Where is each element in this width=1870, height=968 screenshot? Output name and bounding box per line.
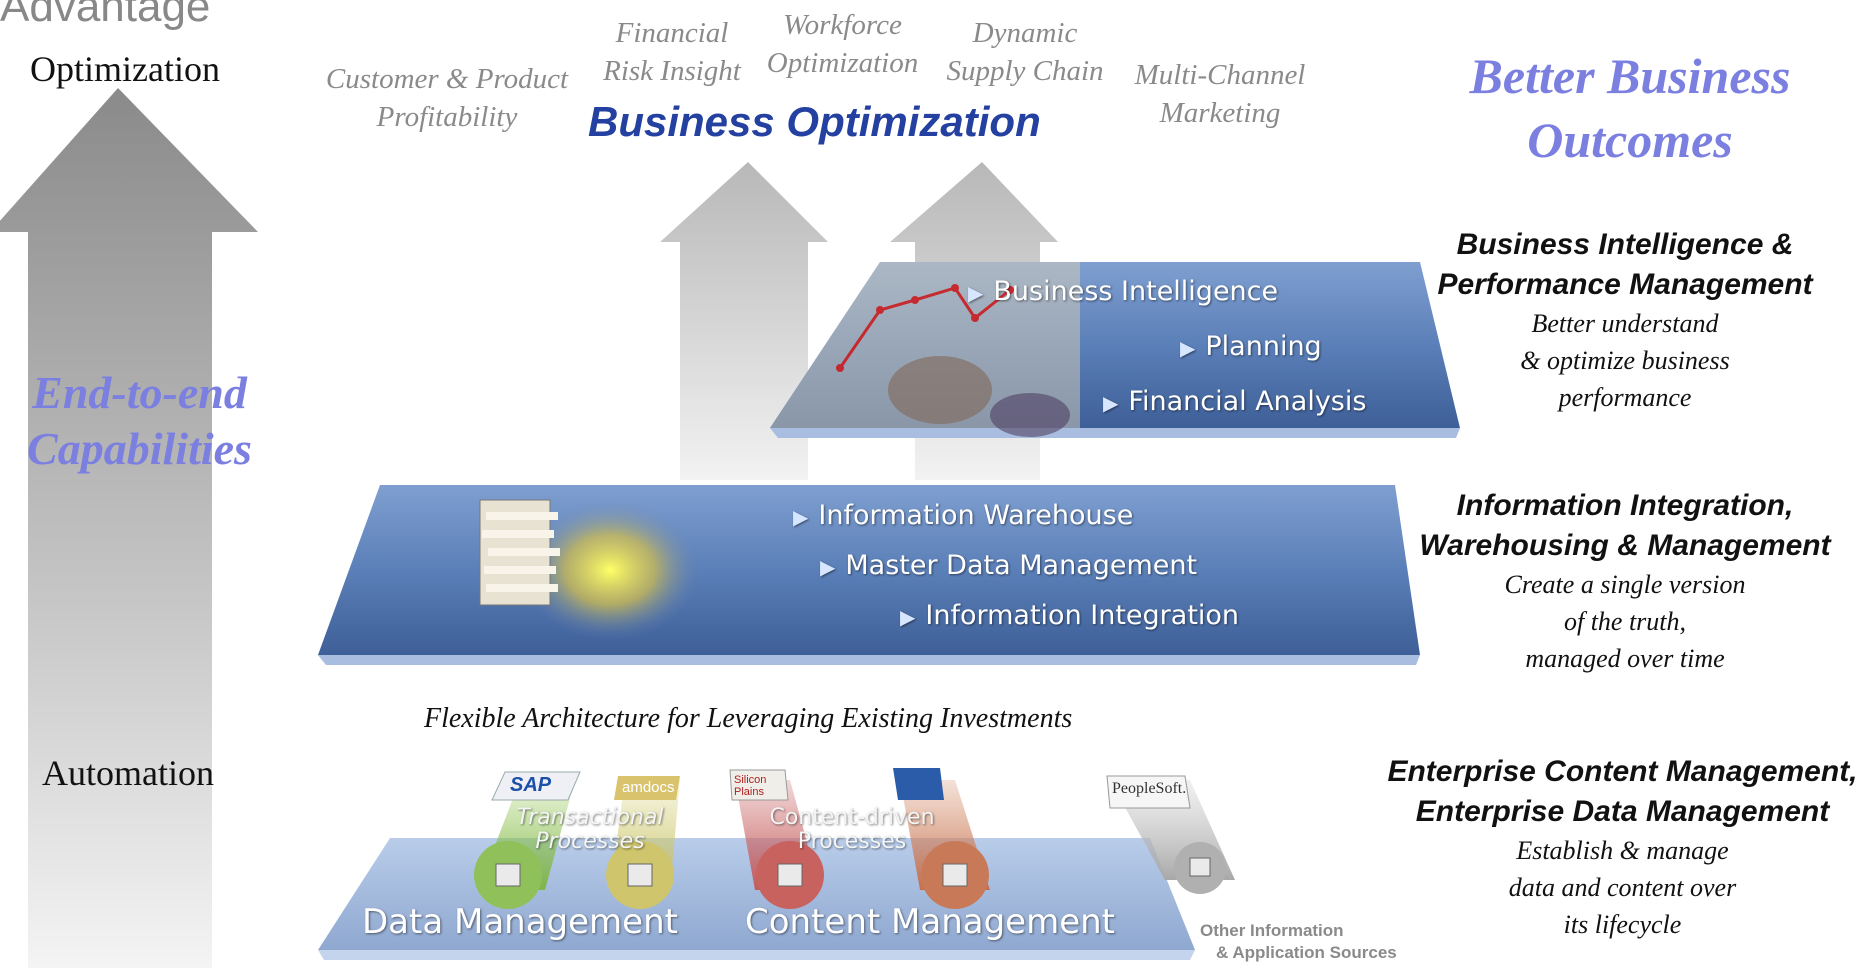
right-desc-integration: Information Integration, Warehousing & M… [1395, 486, 1855, 677]
heading-line: Performance Management [1437, 268, 1813, 301]
layer-item-planning: ▶ Planning [1180, 331, 1322, 362]
process-line: Transactional [516, 805, 664, 830]
item-line: Marketing [1159, 97, 1281, 129]
big-upward-arrow [0, 88, 258, 968]
item-line: Supply Chain [946, 55, 1104, 87]
other-line: Other Information [1200, 921, 1344, 940]
business-optimization-headline: Business Optimization [588, 98, 1041, 145]
desc-line: Better understand [1531, 309, 1719, 338]
item-line: Optimization [766, 47, 919, 79]
item-line: Customer & Product [325, 63, 569, 95]
right-desc-content: Enterprise Content Management, Enterpris… [1375, 752, 1870, 943]
layer-item-master-data-management: ▶ Master Data Management [820, 550, 1197, 581]
right-desc-bi: Business Intelligence & Performance Mana… [1395, 225, 1855, 416]
desc-line: its lifecycle [1563, 910, 1682, 939]
better-business-outcomes: Better Business Outcomes [1420, 44, 1840, 172]
triangle-bullet-icon: ▶ [1103, 391, 1119, 415]
top-item-workforce-optimization: Workforce Optimization [755, 6, 930, 82]
end-to-end-line1: End-to-end [32, 367, 247, 418]
silicon-plains-logo: Silicon Plains [734, 774, 767, 798]
upward-arrow-left [660, 162, 828, 480]
item-line: Profitability [376, 101, 518, 133]
top-item-multichannel-marketing: Multi-Channel Marketing [1120, 56, 1320, 132]
triangle-bullet-icon: ▶ [793, 505, 809, 529]
item-line: Multi-Channel [1134, 59, 1306, 91]
desc-line: Establish & manage [1516, 836, 1729, 865]
content-management-label: Content Management [745, 902, 1115, 942]
heading-line: Enterprise Data Management [1415, 795, 1830, 828]
triangle-bullet-icon: ▶ [968, 281, 984, 305]
layer-item-business-intelligence: ▶ Business Intelligence [968, 276, 1278, 307]
automation-label: Automation [42, 753, 214, 793]
item-label: Information Integration [925, 600, 1240, 631]
process-line: Processes [535, 829, 645, 854]
process-line: Processes [797, 829, 907, 854]
transactional-processes-label: Transactional Processes [505, 806, 675, 854]
amdocs-logo: amdocs [622, 779, 675, 796]
content-driven-processes-label: Content-driven Processes [762, 806, 942, 854]
layer-item-information-integration: ▶ Information Integration [900, 600, 1239, 631]
outcomes-line1: Better Business [1469, 48, 1791, 104]
item-line: Dynamic [972, 17, 1078, 49]
heading-line: Warehousing & Management [1419, 529, 1831, 562]
top-item-dynamic-supply-chain: Dynamic Supply Chain [935, 14, 1115, 90]
sap-logo: SAP [510, 774, 552, 796]
heading-line: Information Integration, [1456, 489, 1794, 522]
desc-line: performance [1558, 383, 1692, 412]
desc-line: & optimize business [1520, 346, 1730, 375]
axis-title-partial: Advantage [0, 0, 211, 31]
data-management-label: Data Management [362, 902, 678, 942]
flexible-architecture-caption: Flexible Architecture for Leveraging Exi… [424, 703, 1073, 734]
item-label: Business Intelligence [993, 276, 1279, 307]
layer-item-financial-analysis: ▶ Financial Analysis [1103, 386, 1366, 417]
document-stack-image [479, 499, 560, 606]
desc-line: managed over time [1525, 644, 1725, 673]
peoplesoft-logo: PeopleSoft. [1112, 780, 1187, 797]
desc-line: data and content over [1508, 873, 1737, 902]
chart-thumbnail [770, 262, 1080, 437]
end-to-end-line2: Capabilities [27, 423, 252, 474]
top-item-financial-risk: Financial Risk Insight [592, 14, 752, 90]
item-label: Planning [1205, 331, 1322, 362]
top-item-customer-profitability: Customer & Product Profitability [312, 60, 582, 136]
item-label: Master Data Management [845, 550, 1198, 581]
item-label: Financial Analysis [1128, 386, 1367, 417]
triangle-bullet-icon: ▶ [820, 555, 836, 579]
logo-tiles [491, 768, 1191, 809]
heading-line: Enterprise Content Management, [1387, 755, 1858, 788]
item-label: Information Warehouse [818, 500, 1134, 531]
item-line: Risk Insight [603, 55, 741, 87]
heading-line: Business Intelligence & [1456, 228, 1794, 261]
layer-item-information-warehouse: ▶ Information Warehouse [793, 500, 1133, 531]
end-to-end-label: End-to-end Capabilities [12, 365, 267, 477]
other-sources-label: Other Information & Application Sources [1200, 920, 1397, 964]
outcomes-line2: Outcomes [1527, 112, 1733, 168]
triangle-bullet-icon: ▶ [900, 605, 916, 629]
optimization-label: Optimization [30, 49, 220, 89]
desc-line: of the truth, [1563, 607, 1687, 636]
process-line: Content-driven [769, 805, 935, 830]
item-line: Financial [615, 17, 729, 49]
other-line: & Application Sources [1216, 943, 1397, 962]
desc-line: Create a single version [1504, 570, 1746, 599]
triangle-bullet-icon: ▶ [1180, 336, 1196, 360]
item-line: Workforce [783, 9, 902, 41]
